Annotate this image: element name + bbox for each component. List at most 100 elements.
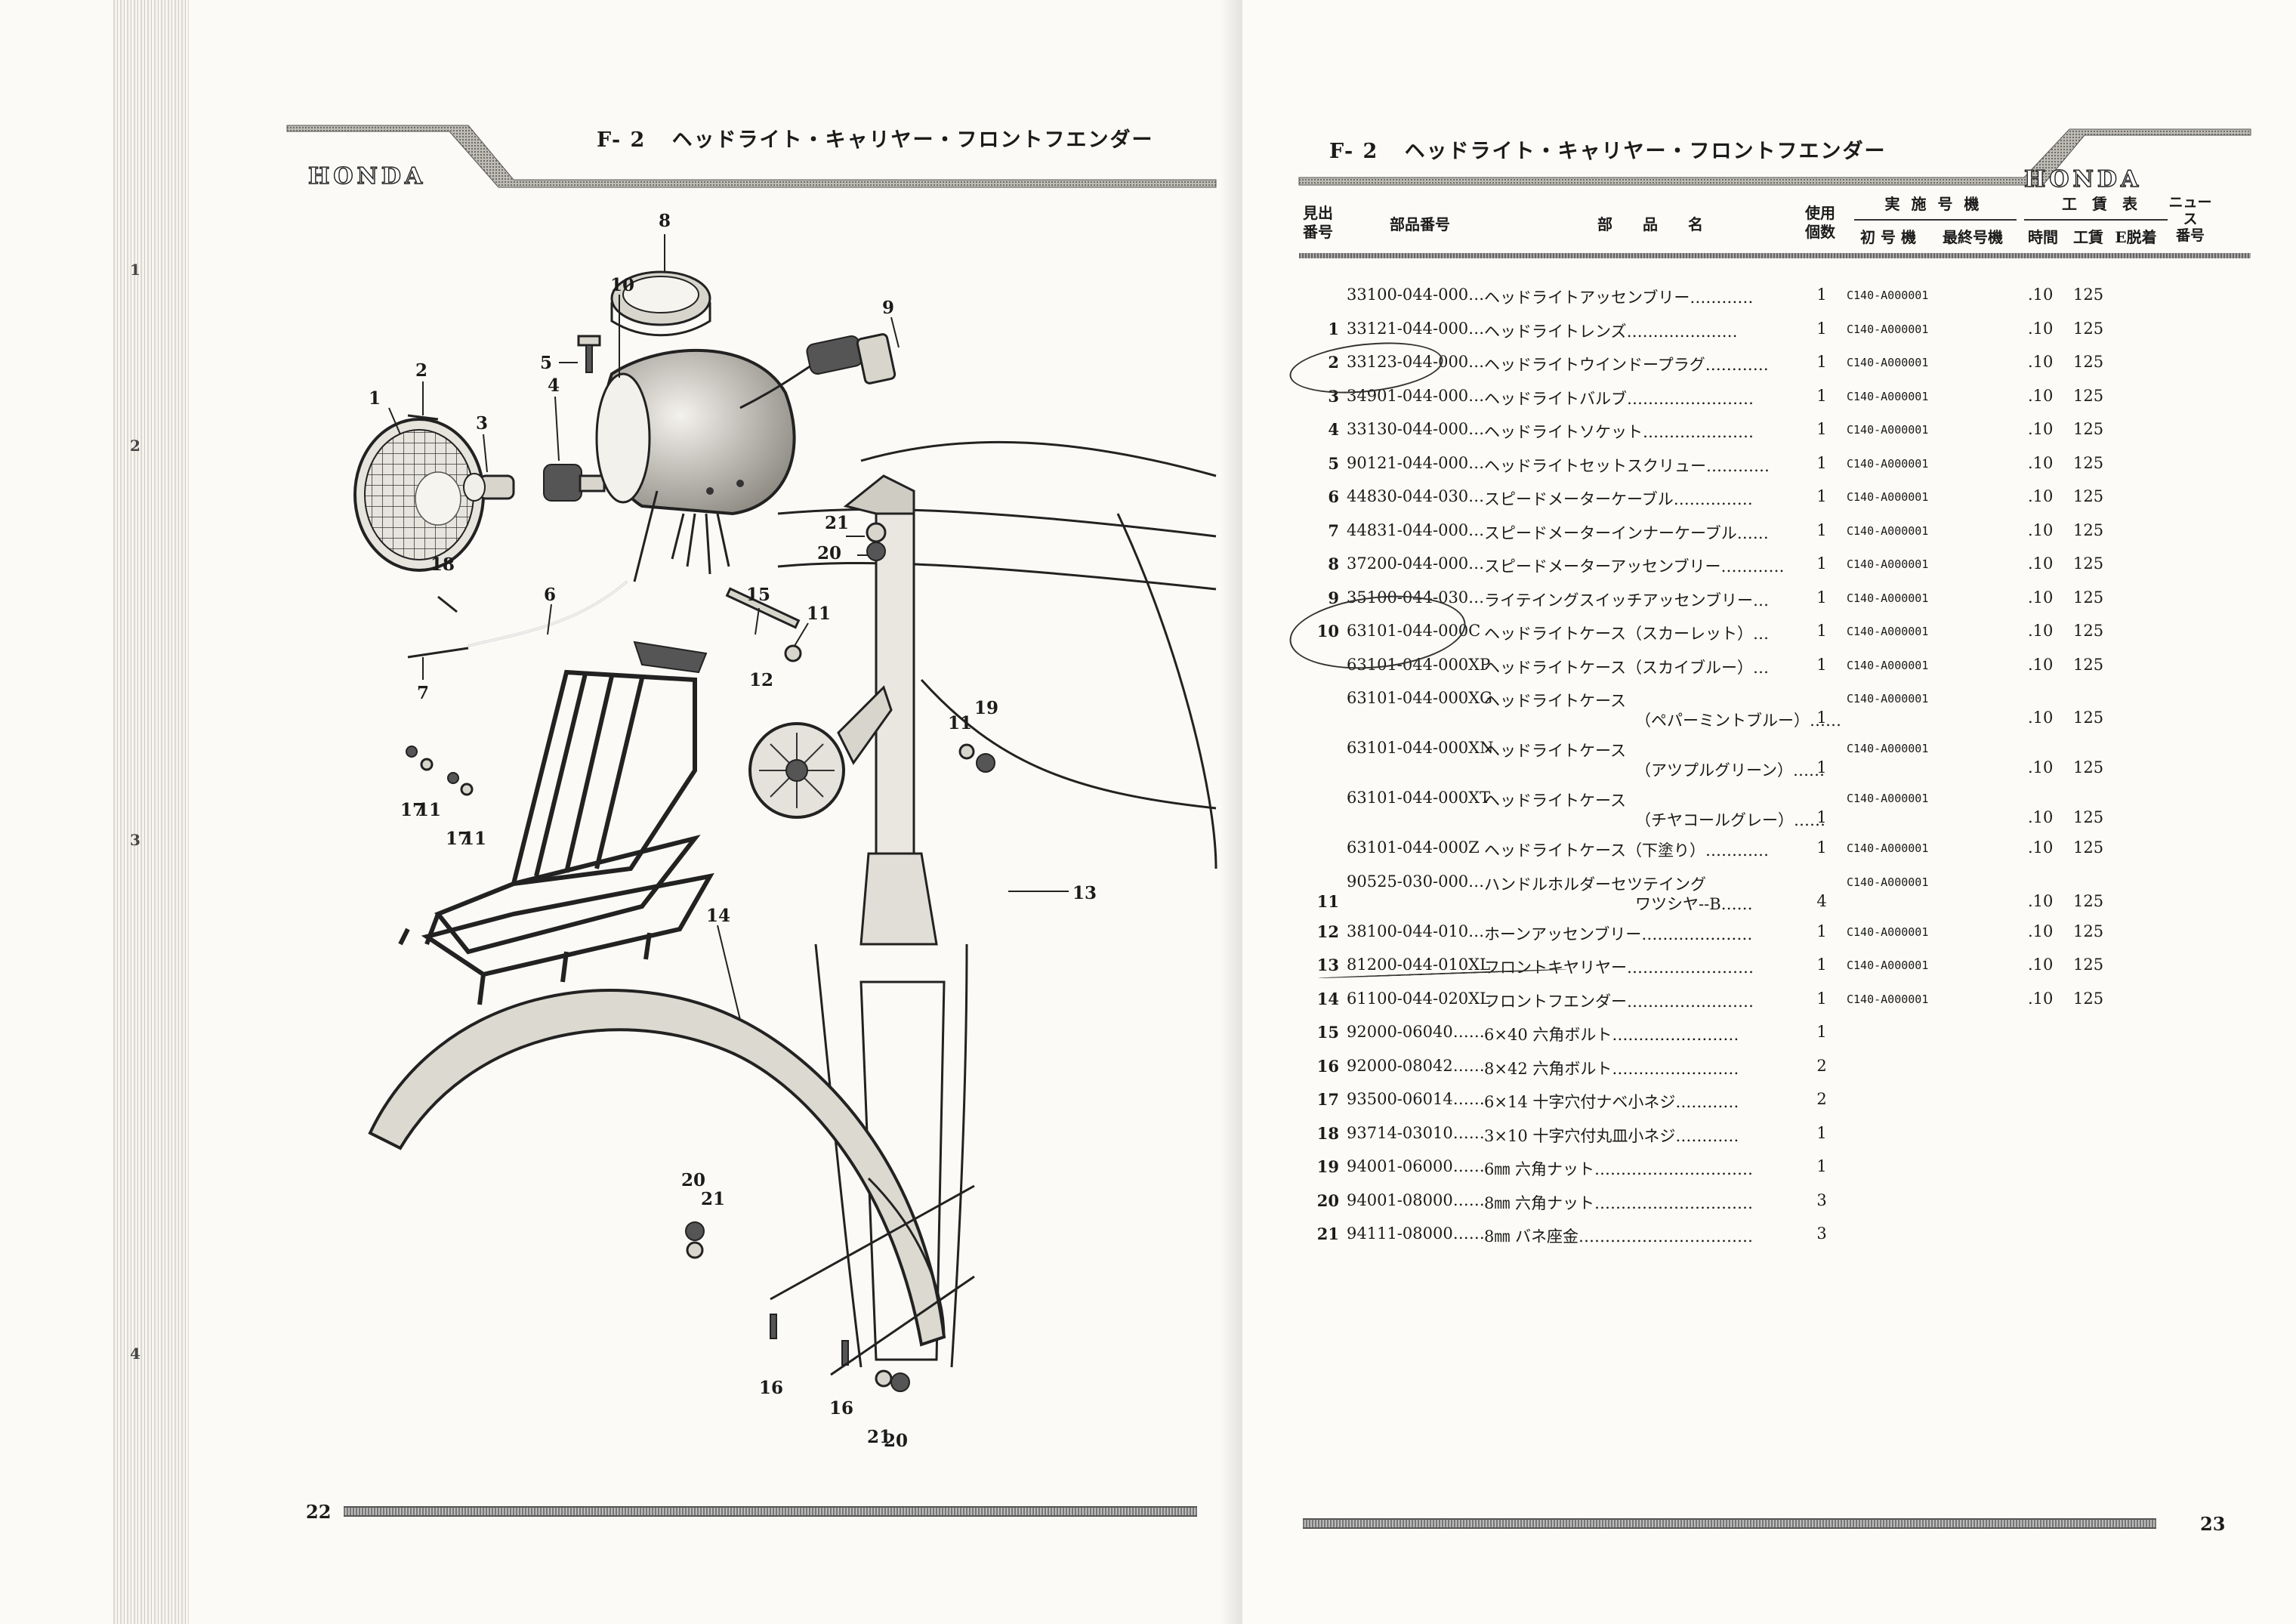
row-part-number: 35100-044-030…	[1347, 588, 1485, 607]
row-part-name: スピードメーターケーブル……………	[1484, 490, 1753, 508]
row-part-name: 6×14 十字穴付ナベ小ネジ…………	[1484, 1093, 1739, 1111]
row-quantity: 1	[1816, 622, 1827, 640]
exploded-parts-diagram: 1 2 3 4 5 6 7 8 9 10 11 11 11 11 12 13 1…	[353, 211, 1217, 1451]
row-ref: 5	[1328, 453, 1339, 473]
row-labor-time: .10	[2028, 588, 2054, 607]
footer-rule	[344, 1506, 1197, 1517]
row-ref: 12	[1316, 922, 1339, 941]
row-first-serial: C140-A000001	[1847, 742, 1929, 755]
svg-text:20: 20	[884, 1431, 908, 1451]
row-labor-cost: 125	[2073, 808, 2104, 826]
col-qty: 使用 個数	[1805, 204, 1835, 241]
row-quantity: 1	[1816, 353, 1827, 371]
col-part-no: 部品番号	[1390, 215, 1450, 233]
row-first-serial: C140-A000001	[1847, 456, 1929, 471]
row-quantity: 1	[1816, 709, 1827, 727]
front-fender	[368, 989, 946, 1347]
row-ref: 16	[1316, 1056, 1339, 1076]
row-part-number: 93500-06014……	[1347, 1090, 1485, 1108]
headlight-bulb	[463, 473, 515, 502]
svg-text:17: 17	[400, 800, 424, 820]
row-part-number: 33130-044-000…	[1347, 420, 1485, 438]
headlight-lens	[353, 418, 485, 572]
svg-text:6: 6	[544, 585, 556, 605]
col-name: 部 品 名	[1597, 215, 1703, 233]
row-quantity: 1	[1816, 420, 1827, 438]
row-ref: 2	[1328, 353, 1339, 372]
row-part-name: ハンドルホルダーセツテイング	[1484, 875, 1706, 894]
screw-18	[437, 595, 458, 613]
row-part-name: ヘッドライトソケット…………………	[1484, 423, 1754, 441]
row-labor-cost: 125	[2073, 838, 2104, 857]
front-carrier-rack	[398, 669, 714, 1005]
row-first-serial: C140-A000001	[1847, 591, 1929, 605]
margin-number: 4	[130, 1345, 140, 1363]
row-ref: 14	[1316, 989, 1339, 1008]
speedometer	[610, 270, 711, 337]
bolt-15	[725, 587, 801, 629]
row-ref: 4	[1328, 420, 1339, 439]
row-part-number: 34901-044-000…	[1347, 386, 1485, 405]
frame-outline	[777, 440, 1217, 1368]
svg-text:9: 9	[882, 298, 894, 318]
row-part-name-continued: （ペパーミントブルー）……	[1635, 712, 1841, 730]
row-ref: 13	[1316, 956, 1339, 974]
row-part-number: 33100-044-000…	[1347, 286, 1485, 304]
page-number: 23	[2200, 1513, 2226, 1535]
row-labor-time: .10	[2028, 808, 2054, 826]
svg-text:10: 10	[610, 275, 634, 295]
left-page: 1 2 3 4 F- 2 ヘッドライト・キャリヤー・フロントフエンダー HOND…	[113, 0, 1217, 1624]
row-labor-cost: 125	[2073, 956, 2104, 974]
row-part-number: 93714-03010……	[1347, 1123, 1485, 1142]
row-first-serial: C140-A000001	[1847, 625, 1929, 638]
row-quantity: 3	[1816, 1190, 1827, 1209]
row-ref: 9	[1328, 588, 1339, 607]
svg-text:21: 21	[825, 513, 849, 533]
svg-text:12: 12	[749, 670, 773, 690]
row-part-name: スピードメーターアッセンブリー…………	[1484, 557, 1785, 576]
row-labor-cost: 125	[2073, 891, 2104, 910]
row-first-serial: C140-A000001	[1847, 875, 1929, 889]
callout-leaders	[388, 234, 1069, 1020]
col-detach: E脱着	[2115, 228, 2157, 246]
svg-text:17: 17	[446, 829, 470, 849]
row-labor-time: .10	[2028, 891, 2054, 910]
row-part-name-continued: （アツプルグリーン）……	[1635, 761, 1825, 780]
col-last: 最終号機	[1943, 228, 2003, 246]
row-part-name-continued: ワツシヤ--B……	[1635, 894, 1753, 913]
row-first-serial: C140-A000001	[1847, 658, 1929, 672]
row-ref: 15	[1316, 1023, 1339, 1042]
row-quantity: 1	[1816, 386, 1827, 405]
row-ref: 20	[1316, 1190, 1339, 1210]
row-quantity: 1	[1816, 554, 1827, 573]
row-ref: 3	[1328, 386, 1339, 406]
svg-text:5: 5	[540, 353, 552, 373]
row-quantity: 1	[1816, 655, 1827, 674]
svg-text:11: 11	[807, 604, 831, 624]
row-labor-cost: 125	[2073, 709, 2104, 727]
row-labor-cost: 125	[2073, 453, 2104, 472]
row-first-serial: C140-A000001	[1847, 992, 1929, 1006]
section-title: ヘッドライト・キャリヤー・フロントフエンダー	[671, 128, 1154, 152]
svg-text:18: 18	[430, 554, 455, 575]
col-impl-group: 実 施 号 機	[1884, 195, 1983, 213]
row-part-number: 94001-06000……	[1347, 1157, 1485, 1175]
row-part-name: ヘッドライトケース（下塗り）…………	[1484, 841, 1769, 860]
row-first-serial: C140-A000001	[1847, 692, 1929, 705]
row-part-name: ヘッドライトケース（スカーレット）…	[1484, 625, 1769, 643]
header-rule	[1299, 253, 2251, 258]
row-part-name: ヘッドライトレンズ…………………	[1484, 322, 1738, 341]
row-first-serial: C140-A000001	[1847, 356, 1929, 369]
row-labor-cost: 125	[2073, 622, 2104, 640]
row-labor-time: .10	[2028, 758, 2054, 776]
